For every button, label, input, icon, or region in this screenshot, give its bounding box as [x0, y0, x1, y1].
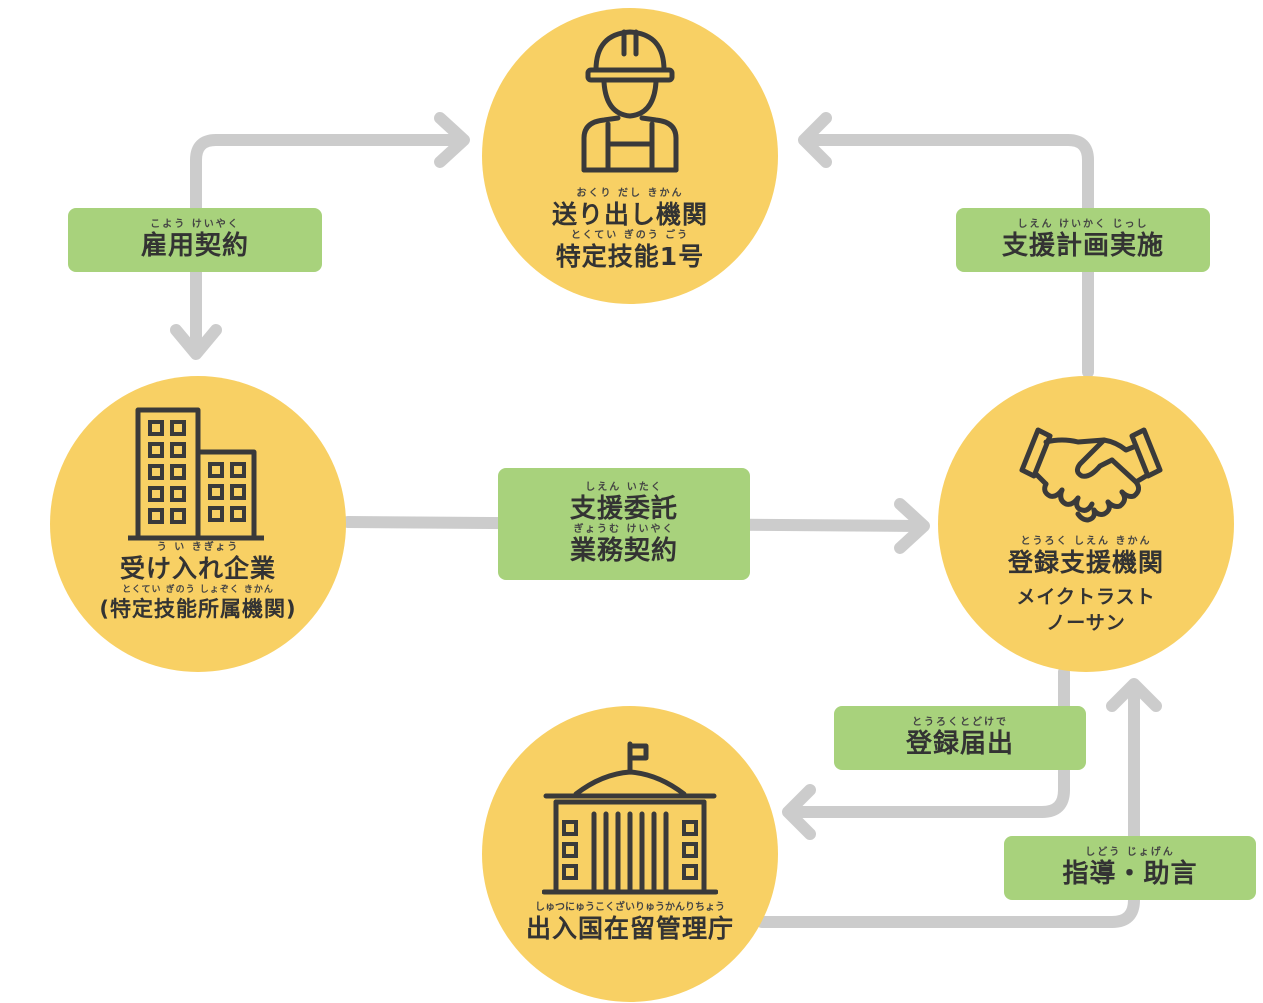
support-org-line1: メイクトラスト	[1016, 586, 1156, 608]
host-company-title: 受け入れ企業	[119, 554, 276, 583]
guidance-connector	[756, 680, 1140, 928]
worker-icon	[581, 29, 679, 173]
support-org-title-ruby: とうろく しえん きかん	[1020, 536, 1152, 547]
host-company-node: う い きぎょう 受け入れ企業 とくてい ぎのう しょぞく きかん (特定技能所…	[50, 376, 346, 672]
registration-label: 登録届出	[905, 729, 1014, 759]
registration-connector	[784, 666, 1070, 818]
sending-org-title-ruby: おくり だし きかん	[576, 188, 684, 199]
arrowhead-support-to-sending	[798, 112, 832, 168]
guidance-label: 指導・助言	[1062, 859, 1198, 889]
support-org-node: とうろく しえん きかん 登録支援機関 メイクトラスト ノーサン	[938, 376, 1234, 672]
office-building-icon	[128, 407, 264, 541]
employment-ruby: こよう けいやく	[150, 219, 240, 230]
employment-label: 雇用契約	[140, 231, 249, 261]
host-company-subtitle-ruby: とくてい ぎのう しょぞく きかん	[122, 585, 274, 595]
employment-label-box: こよう けいやく 雇用契約	[68, 208, 322, 272]
support-plan-label-box: しえん けいかく じっし 支援計画実施	[956, 208, 1210, 272]
host-company-subtitle: (特定技能所属機関)	[99, 597, 297, 621]
employment-connector	[190, 134, 466, 346]
arrowhead-to-host-company	[170, 324, 222, 360]
government-building-icon	[542, 741, 718, 895]
arrowhead-to-support-org	[894, 498, 930, 554]
arrowhead-guidance-to-support	[1106, 678, 1162, 712]
arrowhead-to-sending-org	[434, 112, 470, 168]
registration-label-box: とうろくとどけで 登録届出	[834, 706, 1086, 770]
support-org-line2: ノーサン	[1046, 612, 1126, 634]
outsourcing-ruby-2: ぎょうむ けいやく	[573, 524, 675, 535]
handshake-icon	[1019, 427, 1163, 523]
immigration-title: 出入国在留管理庁	[525, 914, 734, 943]
arrowhead-to-immigration	[782, 784, 816, 840]
sending-org-title: 送り出し機関	[551, 200, 708, 229]
outsourcing-label-1: 支援委託	[569, 494, 678, 524]
guidance-label-box: しどう じょげん 指導・助言	[1004, 836, 1256, 900]
host-company-title-ruby: う い きぎょう	[156, 542, 240, 553]
immigration-node: しゅつにゅうこくざいりゅうかんりちょう 出入国在留管理庁	[482, 706, 778, 1002]
sending-org-subtitle-ruby: とくてい ぎのう ごう	[570, 230, 690, 241]
guidance-ruby: しどう じょげん	[1085, 847, 1175, 858]
support-plan-ruby: しえん けいかく じっし	[1017, 219, 1149, 230]
support-plan-connector	[800, 134, 1094, 378]
outsourcing-label-box: しえん いたく 支援委託 ぎょうむ けいやく 業務契約	[498, 468, 750, 580]
sending-org-node: おくり だし きかん 送り出し機関 とくてい ぎのう ごう 特定技能1号	[482, 8, 778, 304]
outsourcing-ruby-1: しえん いたく	[585, 482, 663, 493]
outsourcing-label-2: 業務契約	[569, 536, 678, 566]
support-org-title: 登録支援機関	[1007, 548, 1164, 577]
sending-org-subtitle: 特定技能1号	[555, 242, 705, 271]
support-plan-label: 支援計画実施	[1001, 231, 1164, 261]
registration-ruby: とうろくとどけで	[912, 717, 1008, 728]
immigration-title-ruby: しゅつにゅうこくざいりゅうかんりちょう	[535, 902, 725, 913]
